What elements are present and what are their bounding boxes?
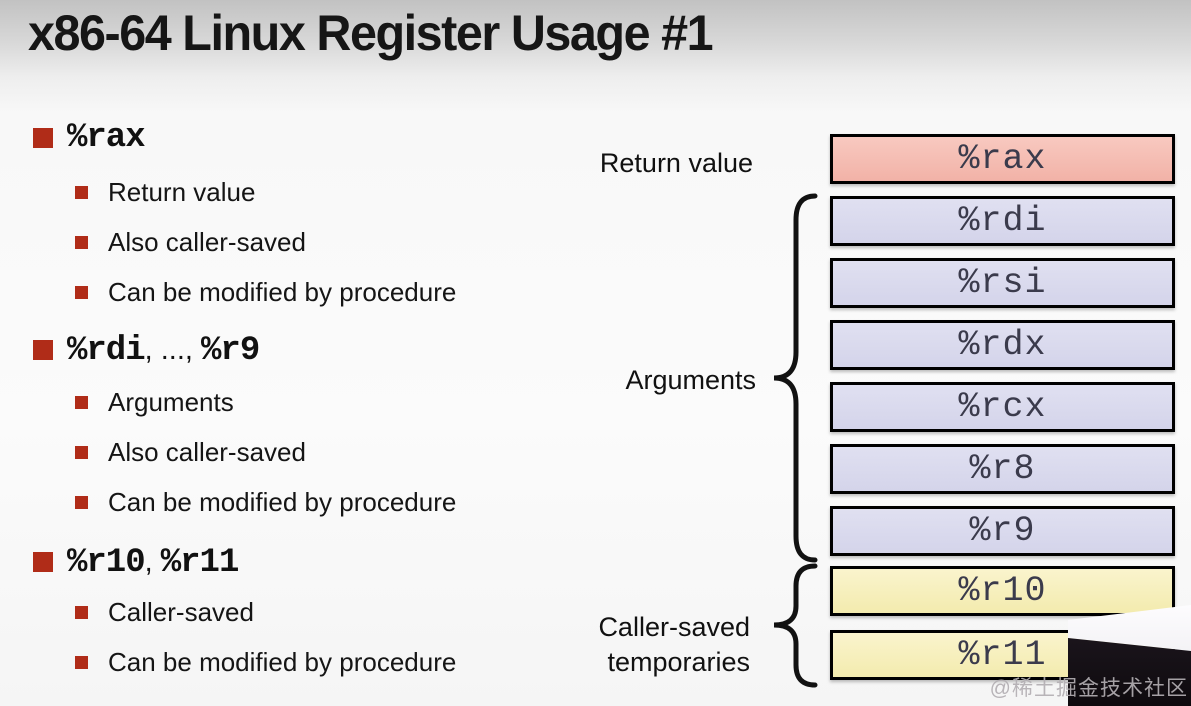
caller-saved-label: Caller-saved temporaries — [540, 610, 750, 680]
register-box-r8: %r8 — [830, 444, 1175, 494]
sub-bullet-square-icon — [75, 186, 88, 199]
register-box-label: %rsi — [958, 263, 1047, 303]
heading-text: %rdi, ..., %r9 — [67, 328, 260, 377]
list-item: Also caller-saved — [75, 436, 306, 469]
bullet-heading-r10-r11: %r10, %r11 — [33, 540, 240, 589]
list-item: Can be modified by procedure — [75, 646, 456, 679]
bullet-square-icon — [33, 340, 53, 360]
register-name: %r10 — [67, 544, 146, 582]
sub-bullet-square-icon — [75, 236, 88, 249]
list-item-text: Can be modified by procedure — [108, 277, 457, 307]
list-item: Can be modified by procedure — [75, 486, 456, 519]
overlay-dark-area — [1068, 638, 1191, 706]
list-item: Arguments — [75, 386, 234, 419]
return-value-label: Return value — [599, 148, 753, 178]
list-item: Can be modified by procedure — [75, 276, 456, 309]
video-overlay-corner — [1068, 605, 1191, 706]
page-title: x86-64 Linux Register Usage #1 — [28, 5, 714, 61]
sub-bullet-square-icon — [75, 496, 88, 509]
bullet-heading-rdi-r9: %rdi, ..., %r9 — [33, 328, 260, 377]
list-item-text: Return value — [108, 177, 256, 207]
register-box-r9: %r9 — [830, 506, 1175, 556]
caller-saved-brace-icon — [773, 563, 818, 688]
sub-bullet-square-icon — [75, 446, 88, 459]
register-box-label: %rcx — [958, 387, 1047, 427]
caller-saved-label-line1: Caller-saved — [598, 612, 750, 642]
list-item-text: Can be modified by procedure — [108, 487, 457, 517]
heading-separator: , — [144, 546, 161, 578]
sub-bullet-square-icon — [75, 396, 88, 409]
register-box-r10: %r10 — [830, 566, 1175, 616]
heading-text: %rax — [67, 116, 146, 164]
bullet-square-icon — [33, 128, 53, 148]
list-item: Caller-saved — [75, 596, 254, 629]
list-item-text: Also caller-saved — [108, 227, 306, 257]
register-name: %r9 — [201, 332, 260, 370]
register-box-label: %r9 — [969, 511, 1036, 551]
list-item: Also caller-saved — [75, 226, 306, 259]
list-item-text: Can be modified by procedure — [108, 647, 457, 677]
heading-text: %r10, %r11 — [67, 540, 240, 589]
register-name: %rdi — [67, 332, 146, 370]
register-name: %r11 — [160, 544, 240, 582]
bullet-square-icon — [33, 552, 53, 572]
sub-bullet-square-icon — [75, 286, 88, 299]
list-item-text: Arguments — [108, 387, 234, 417]
caller-saved-label-line2: temporaries — [607, 647, 750, 677]
register-box-label: %rdi — [958, 201, 1047, 241]
arguments-label: Arguments — [625, 365, 756, 395]
register-box-rcx: %rcx — [830, 382, 1175, 432]
register-box-rdi: %rdi — [830, 196, 1175, 246]
list-item-text: Caller-saved — [108, 597, 254, 627]
watermark: @稀土掘金技术社区 — [989, 677, 1188, 700]
register-name: %rax — [67, 119, 146, 157]
register-box-rdx: %rdx — [830, 320, 1175, 370]
register-box-label: %rdx — [958, 325, 1047, 365]
sub-bullet-square-icon — [75, 606, 88, 619]
register-box-rsi: %rsi — [830, 258, 1175, 308]
register-box-label: %r8 — [969, 449, 1036, 489]
arguments-brace-icon — [773, 193, 818, 563]
register-box-label: %r11 — [958, 635, 1047, 675]
register-box-label: %r10 — [958, 571, 1047, 611]
bullet-heading-rax: %rax — [33, 116, 146, 164]
list-item-text: Also caller-saved — [108, 437, 306, 467]
register-box-label: %rax — [958, 139, 1047, 179]
list-item: Return value — [75, 176, 255, 209]
heading-separator: , ..., — [144, 334, 202, 366]
register-box-rax: %rax — [830, 134, 1175, 184]
sub-bullet-square-icon — [75, 656, 88, 669]
